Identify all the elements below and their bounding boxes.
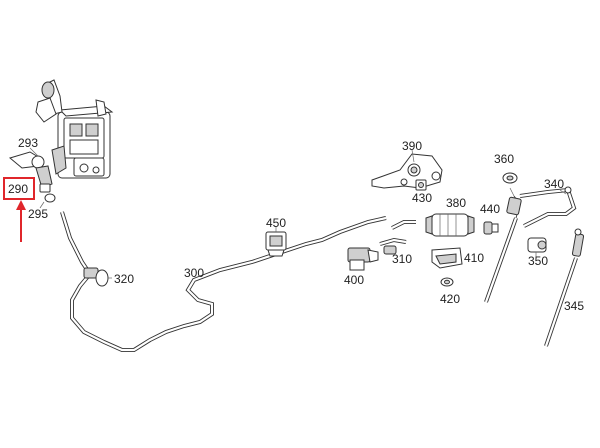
highlight-box [3, 177, 35, 200]
fuel-line-300[interactable] [60, 211, 387, 352]
callout-293[interactable]: 293 [18, 136, 38, 150]
part-310-hose[interactable] [379, 237, 407, 255]
part-390-bracket[interactable] [371, 149, 443, 189]
part-440-connector[interactable] [483, 221, 499, 235]
part-293-connector[interactable] [8, 147, 45, 169]
callout-labels: 290 293 295 300 310 320 340 345 350 360 … [8, 136, 584, 313]
part-400-valve[interactable] [347, 247, 379, 271]
level-sensor-probe[interactable] [484, 187, 522, 303]
callout-410[interactable]: 410 [464, 251, 484, 265]
part-295-clamp[interactable] [39, 193, 56, 209]
callout-440[interactable]: 440 [480, 202, 500, 216]
part-320-connector[interactable] [83, 267, 112, 287]
callout-350[interactable]: 350 [528, 254, 548, 268]
callout-400[interactable]: 400 [344, 273, 364, 287]
part-430-nut[interactable] [415, 179, 427, 191]
hose-upper-small[interactable] [391, 220, 416, 230]
part-290-hose[interactable] [35, 165, 53, 193]
callout-430[interactable]: 430 [412, 191, 432, 205]
callout-290[interactable]: 290 [8, 182, 28, 196]
part-410-holder[interactable] [431, 247, 463, 269]
part-360-clip[interactable] [502, 172, 518, 184]
callout-390[interactable]: 390 [402, 139, 422, 153]
callout-295[interactable]: 295 [28, 207, 48, 221]
callout-320[interactable]: 320 [114, 272, 134, 286]
arrow-up-icon [16, 200, 26, 210]
highlight-290 [3, 177, 35, 242]
callout-380[interactable]: 380 [446, 196, 466, 210]
part-340-arm[interactable] [519, 186, 577, 228]
part-450-sensor[interactable] [265, 226, 287, 257]
callout-360[interactable]: 360 [494, 152, 514, 166]
callout-340[interactable]: 340 [544, 177, 564, 191]
callout-300[interactable]: 300 [184, 266, 204, 280]
part-350-sender[interactable] [527, 237, 547, 258]
fuel-pump-assembly[interactable] [35, 79, 114, 179]
callout-420[interactable]: 420 [440, 292, 460, 306]
callout-310[interactable]: 310 [392, 252, 412, 266]
part-345-rod[interactable] [544, 228, 585, 347]
part-380-fuel-filter[interactable] [425, 213, 475, 237]
part-420-grommet[interactable] [440, 277, 454, 287]
callout-450[interactable]: 450 [266, 216, 286, 230]
callout-345[interactable]: 345 [564, 299, 584, 313]
